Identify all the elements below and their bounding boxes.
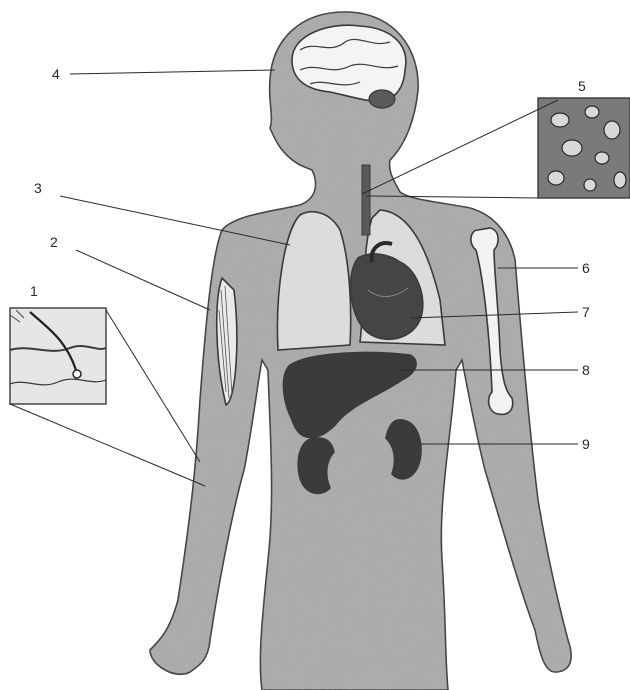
leader-2 — [76, 250, 210, 310]
skin-inset — [10, 308, 106, 404]
label-4: 4 — [52, 66, 60, 82]
trachea — [362, 165, 370, 235]
label-6: 6 — [582, 260, 590, 276]
label-2: 2 — [50, 234, 58, 250]
leader-1a — [106, 310, 200, 462]
blood-cells-inset — [538, 98, 630, 198]
label-3: 3 — [34, 180, 42, 196]
body-silhouette — [150, 12, 571, 690]
label-7: 7 — [582, 304, 590, 320]
label-5: 5 — [578, 78, 586, 94]
leader-4 — [70, 70, 275, 74]
leader-1b — [10, 404, 205, 486]
cerebellum — [369, 90, 395, 108]
label-8: 8 — [582, 362, 590, 378]
label-9: 9 — [582, 436, 590, 452]
label-1: 1 — [30, 283, 38, 299]
